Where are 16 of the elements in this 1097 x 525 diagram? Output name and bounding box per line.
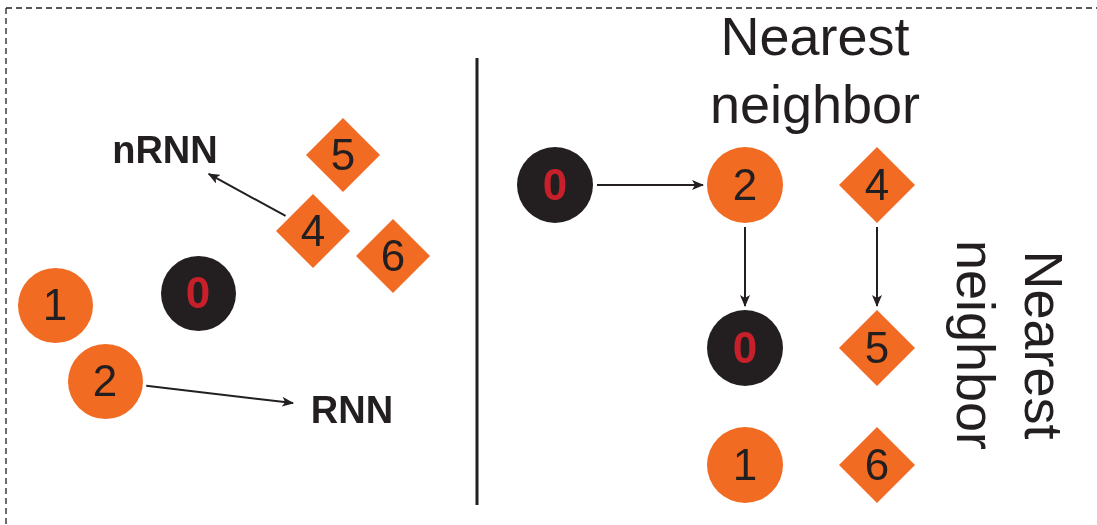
point-label: nRNN — [95, 128, 235, 172]
arrow — [740, 226, 750, 307]
query-point: 0 — [160, 255, 236, 331]
point-circle: 2 — [67, 343, 143, 419]
point-label: RNN — [297, 388, 407, 432]
arrow — [145, 384, 295, 407]
point-circle: 2 — [707, 147, 783, 223]
arrow — [596, 180, 704, 190]
axis-caption: Nearest neighbor — [945, 238, 1075, 453]
query-point: 0 — [707, 310, 783, 386]
arrow — [872, 226, 882, 307]
query-point: 0 — [517, 147, 593, 223]
point-circle: 1 — [707, 427, 783, 503]
point-circle: 1 — [17, 267, 93, 343]
arrow — [207, 172, 287, 217]
axis-caption: Nearest neighbor — [708, 5, 922, 136]
